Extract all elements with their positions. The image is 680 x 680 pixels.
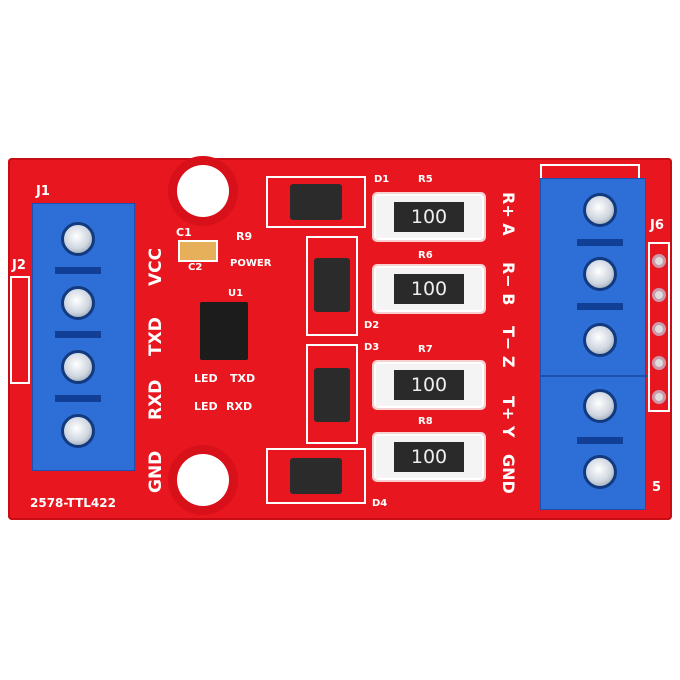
divider [577, 239, 623, 246]
divider [55, 267, 101, 274]
resistor-r5: 100 [372, 192, 486, 242]
screw-terminal[interactable] [61, 414, 95, 448]
d1-label: D1 [374, 174, 390, 185]
resistor-ref: R7 [418, 344, 433, 355]
divider [577, 303, 623, 310]
divider [541, 375, 647, 377]
mounting-hole [177, 165, 229, 217]
power-label: POWER [230, 258, 272, 269]
diode-d3 [306, 344, 358, 444]
c1-label: C1 [176, 226, 192, 239]
pin-label: GND [146, 450, 166, 493]
j6-label: J6 [650, 218, 664, 233]
mounting-hole [177, 454, 229, 506]
pin-label: GND [499, 454, 518, 494]
screw-terminal[interactable] [583, 389, 617, 423]
pin-label: TXD [146, 317, 166, 356]
screw-terminal[interactable] [583, 455, 617, 489]
left-pin-header [10, 276, 30, 384]
screw-terminal[interactable] [583, 193, 617, 227]
screw-terminal[interactable] [583, 257, 617, 291]
j2-label: J2 [12, 258, 26, 273]
right-terminal-block [540, 178, 647, 510]
divider [55, 331, 101, 338]
txd-led-label: TXD [230, 372, 256, 385]
pin-5-label: 5 [652, 480, 662, 495]
pin-label: RXD [146, 379, 166, 420]
u1-label: U1 [228, 288, 244, 299]
led-label: LED [194, 400, 218, 413]
d4-label: D4 [372, 498, 388, 509]
resistor-r8: 100 [372, 432, 486, 482]
pin-label: VCC [146, 247, 166, 286]
pin-label: R− B [499, 262, 518, 306]
divider [55, 395, 101, 402]
led-label: LED [194, 372, 218, 385]
screw-terminal[interactable] [61, 350, 95, 384]
rxd-led-label: RXD [226, 400, 253, 413]
diode-d2 [306, 236, 358, 336]
right-pin-header [648, 242, 670, 412]
diode-d4 [266, 448, 366, 504]
c2-label: C2 [188, 262, 203, 273]
transceiver-chip [200, 302, 248, 360]
left-terminal-block [32, 203, 135, 471]
screw-terminal[interactable] [61, 222, 95, 256]
resistor-ref: R8 [418, 416, 433, 427]
pin-label: R+ A [499, 192, 518, 236]
silk-outline [540, 164, 640, 188]
resistor-r6: 100 [372, 264, 486, 314]
screw-terminal[interactable] [61, 286, 95, 320]
screw-terminal[interactable] [583, 323, 617, 357]
resistor-r7: 100 [372, 360, 486, 410]
diode-d1 [266, 176, 366, 228]
d2-label: D2 [364, 320, 380, 331]
pcb-board: J2 J1 VCC TXD RXD GND 2578-TTL422 C1 C2 … [8, 158, 672, 520]
pin-label: T− Z [499, 326, 518, 368]
model-label: 2578-TTL422 [30, 496, 116, 510]
d3-label: D3 [364, 342, 380, 353]
tantalum-capacitor [178, 240, 218, 262]
pin-label: T+ Y [499, 396, 518, 438]
resistor-ref: R6 [418, 250, 433, 261]
divider [577, 437, 623, 444]
resistor-ref: R5 [418, 174, 433, 185]
j1-label: J1 [36, 184, 50, 199]
r9-label: R9 [236, 230, 253, 243]
